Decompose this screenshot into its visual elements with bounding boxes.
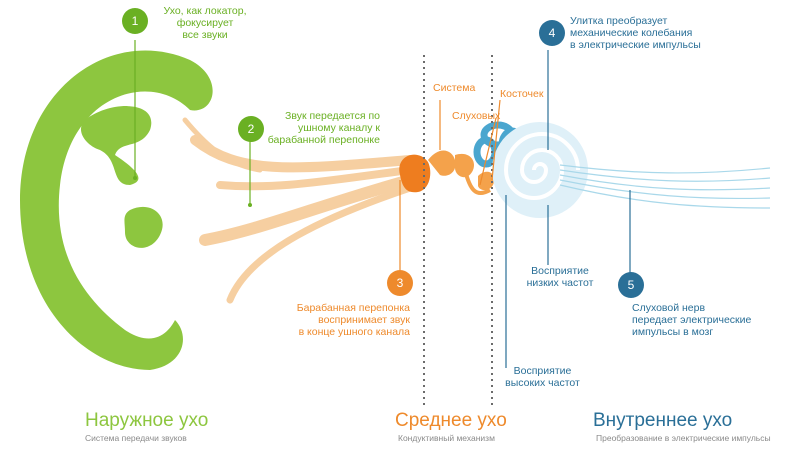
outer-ear-subtitle: Система передачи звуков	[85, 433, 187, 443]
step-3-text: Барабанная перепонка воспринимает звук в…	[296, 302, 410, 338]
middle-ear-title: Среднее ухо	[395, 410, 507, 431]
ear-canal-waves	[182, 117, 416, 304]
step-1-badge: 1	[122, 8, 148, 34]
step-5-text: Слуховой нерв передает электрические имп…	[632, 302, 752, 338]
leader-lines	[133, 40, 631, 368]
eardrum	[399, 154, 431, 193]
auricle-shape	[20, 50, 213, 370]
outer-ear-title: Наружное ухо	[85, 410, 209, 431]
middle-ear-subtitle: Кондуктивный механизм	[398, 433, 495, 443]
ossicles-label-bones: Косточек	[500, 88, 544, 100]
inner-ear-subtitle: Преобразование в электрические импульсы	[596, 433, 771, 443]
step-2-badge: 2	[238, 116, 264, 142]
auditory-nerve	[559, 164, 771, 209]
step-3-badge: 3	[387, 270, 413, 296]
step-1-text: Ухо, как локатор, фокусирует все звуки	[163, 5, 247, 41]
ossicles-label-system: Система	[433, 82, 476, 94]
ossicles-label-auditory: Слуховых	[452, 110, 501, 122]
step-2-text: Звук передается по ушному каналу к бараб…	[267, 110, 380, 146]
ossicles	[428, 150, 495, 196]
step-4-badge: 4	[539, 20, 565, 46]
step-5-badge: 5	[618, 272, 644, 298]
inner-ear-title: Внутреннее ухо	[593, 410, 733, 431]
section-dividers	[423, 55, 493, 405]
low-frequency-label: Восприятие низких частот	[526, 265, 594, 289]
step-4-text: Улитка преобразует механические колебани…	[570, 15, 701, 51]
high-frequency-label: Восприятие высоких частот	[505, 365, 580, 389]
